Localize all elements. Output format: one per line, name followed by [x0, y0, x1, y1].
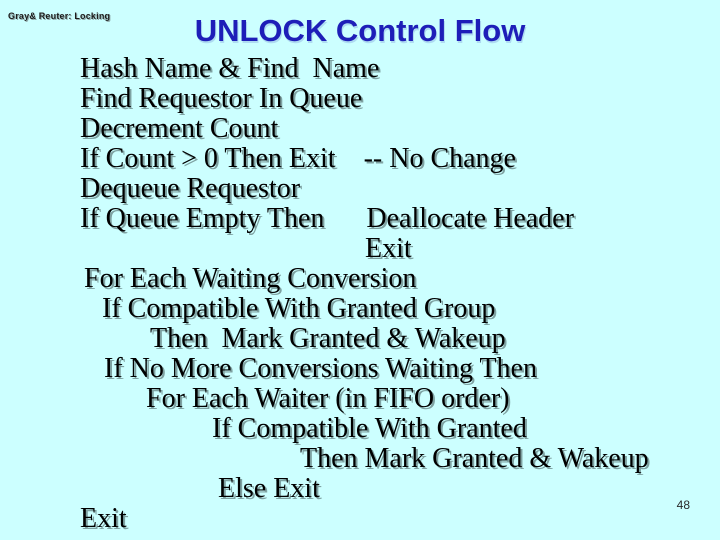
- code-line: Exit: [365, 233, 412, 264]
- code-line: Then Mark Granted & Wakeup: [150, 323, 506, 354]
- code-line: Dequeue Requestor: [80, 173, 301, 204]
- code-line: If Compatible With Granted Group: [102, 293, 496, 324]
- deck-title-label: Gray& Reuter: Locking: [8, 11, 111, 21]
- code-line: If No More Conversions Waiting Then: [104, 353, 537, 384]
- code-line: Then Mark Granted & Wakeup: [300, 443, 649, 474]
- code-line: Else Exit: [218, 473, 320, 504]
- code-line: For Each Waiting Conversion: [84, 263, 417, 294]
- code-line: Find Requestor In Queue: [80, 83, 363, 114]
- page-number: 48: [676, 498, 690, 512]
- code-line: If Count > 0 Then Exit -- No Change: [80, 143, 516, 174]
- code-line: Decrement Count: [80, 113, 279, 144]
- code-line: For Each Waiter (in FIFO order): [146, 383, 510, 414]
- code-line: Exit: [80, 503, 127, 534]
- code-line: Hash Name & Find Name: [80, 53, 380, 84]
- code-line: If Compatible With Granted: [212, 413, 527, 444]
- slide-title: UNLOCK Control Flow: [194, 13, 526, 48]
- code-line: If Queue Empty Then Deallocate Header: [80, 203, 574, 234]
